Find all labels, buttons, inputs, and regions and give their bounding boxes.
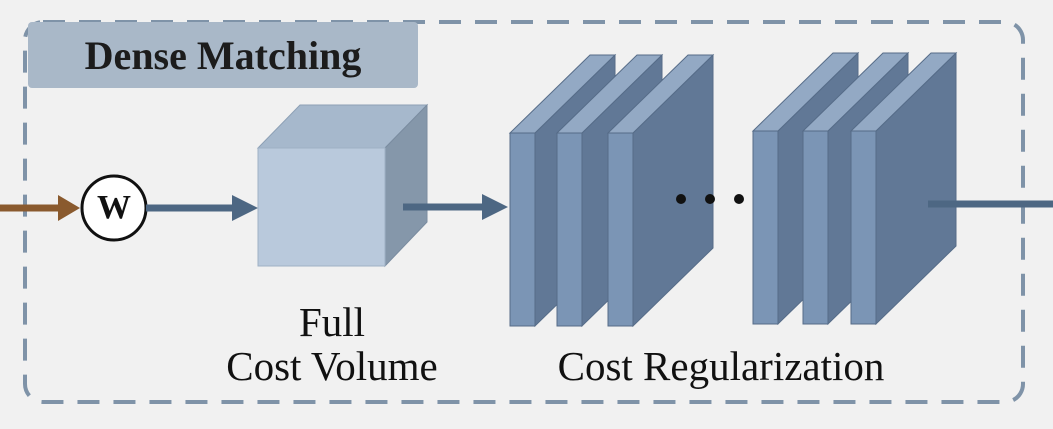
feature-plate-icon [849,51,958,326]
cube-icon [256,103,429,268]
cost-volume-label-line1: Full [298,299,366,345]
input-arrow [0,195,80,221]
warp-operator-label: W [97,189,131,226]
ellipsis-dots [676,194,744,204]
cost-volume-label-line2: Cost Volume [226,343,438,389]
regularization-layers-group-1 [508,53,715,328]
feature-plate-icon [606,53,715,328]
module-title: Dense Matching [28,22,418,88]
regularization-layers-group-2 [751,51,958,326]
arrow-cost-volume-to-regularization [403,194,508,220]
cost-regularization-label: Cost Regularization [557,343,885,389]
arrow-warp-to-cost-volume [146,195,258,221]
module-dashed-border [23,20,1025,404]
